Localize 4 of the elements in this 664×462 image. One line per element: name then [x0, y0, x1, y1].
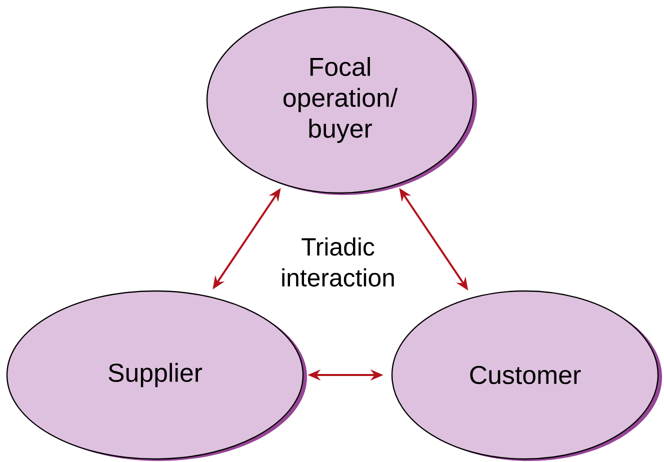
ellipse-node: Focal operation/ buyer [206, 6, 477, 195]
ellipse-node: Customer [391, 290, 662, 461]
ellipse-node: Supplier [6, 290, 307, 461]
center-label: Triadic interaction [282, 237, 394, 287]
